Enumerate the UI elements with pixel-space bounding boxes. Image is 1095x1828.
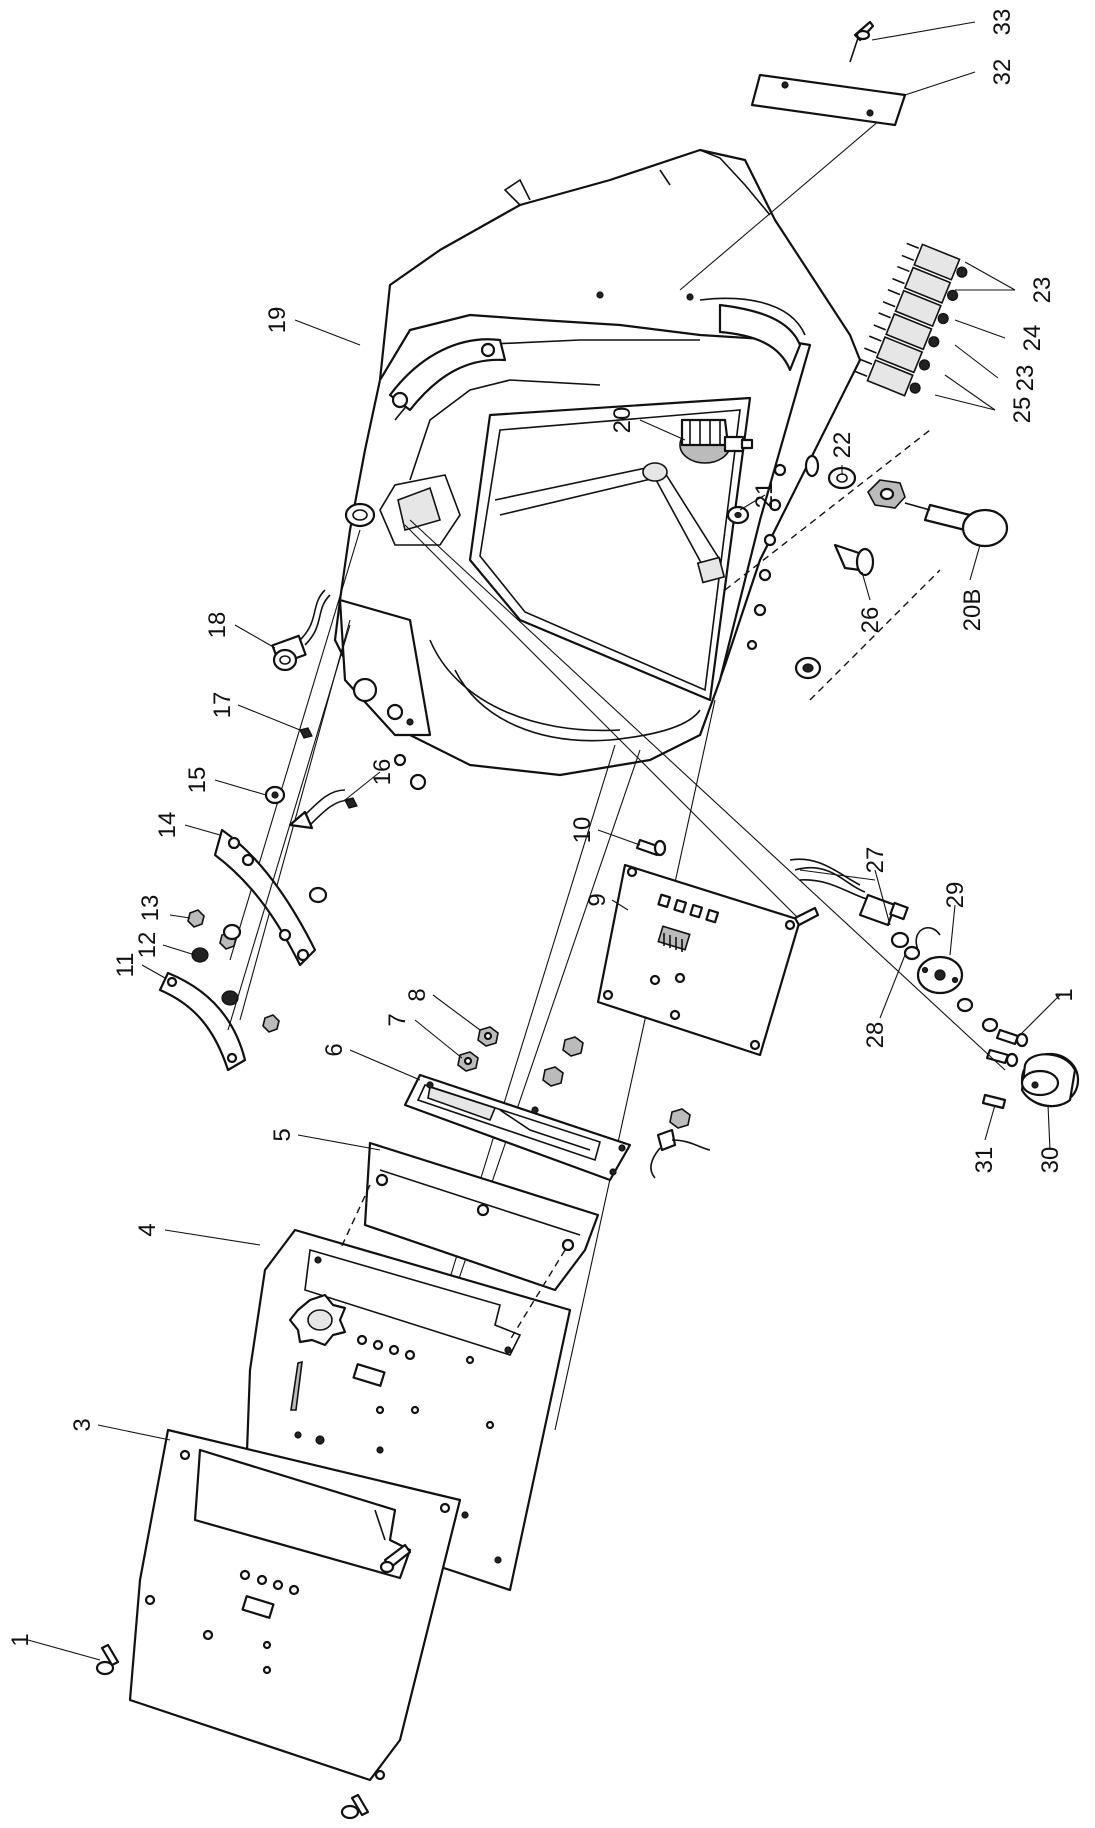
callout-7: 7	[384, 1013, 411, 1026]
potentiometer-part-20	[679, 418, 754, 464]
callout-23-mid: 23	[1012, 365, 1039, 392]
screw-bottom	[340, 1793, 370, 1820]
callout-4: 4	[134, 1223, 161, 1236]
callout-31: 31	[971, 1147, 998, 1174]
nut-mid-6b	[542, 1066, 564, 1087]
leader-32-housing	[679, 119, 881, 291]
callout-20: 20	[609, 407, 636, 434]
nut-part-20b-nut	[867, 479, 906, 509]
callout-5: 5	[269, 1128, 296, 1141]
curved-trim-part-11	[158, 971, 247, 1072]
callout-27: 27	[862, 847, 889, 874]
panel-part-6	[403, 1073, 632, 1182]
grommet-right-lower	[794, 656, 822, 680]
leader-assembly-dashed-2	[724, 429, 931, 591]
callout-6: 6	[321, 1043, 348, 1056]
screw-part-3-mid	[379, 1543, 412, 1574]
callout-leaders	[27, 21, 1061, 1661]
screw-part-17	[299, 727, 358, 809]
callout-16: 16	[369, 759, 396, 786]
plate-part-32	[750, 73, 907, 127]
leader-assembly-dashed	[809, 569, 941, 701]
callout-28: 28	[862, 1022, 889, 1049]
plug-part-26	[833, 543, 875, 577]
leader-assembly-3	[554, 699, 716, 1431]
setscrew-part-31	[981, 1093, 1007, 1110]
panel-part-3	[128, 1428, 469, 1782]
rivet-part-33	[849, 20, 875, 63]
callout-20b: 20B	[959, 589, 986, 632]
callout-25: 25	[1009, 397, 1036, 424]
cap-part-12	[191, 947, 239, 1006]
nut-mid-6a	[562, 1036, 584, 1057]
callout-17: 17	[209, 692, 236, 719]
callout-32: 32	[989, 59, 1016, 86]
leader-dashed-4-5b	[509, 1249, 566, 1341]
circuit-board-part-9	[596, 863, 820, 1057]
callout-23-top: 23	[1029, 277, 1056, 304]
callout-21: 21	[751, 482, 778, 509]
switch-bank-parts-23-25	[854, 242, 968, 397]
washer-part-28	[890, 931, 921, 961]
callout-1-right: 1	[1051, 988, 1078, 1001]
callout-12: 12	[134, 932, 161, 959]
callout-1-left: 1	[7, 1633, 34, 1646]
grommet-right-upper	[804, 454, 820, 478]
nut-part-7	[457, 1051, 479, 1072]
screw-part-1-right-lower	[985, 1048, 1019, 1068]
curved-bracket-part-14	[213, 828, 317, 967]
callout-13: 13	[137, 895, 164, 922]
callout-14: 14	[154, 812, 181, 839]
callout-24: 24	[1019, 325, 1046, 352]
callout-labels: 1 1 3 4 5 6 7 8 9 10 11 12 13 14 15 16 1…	[7, 9, 1078, 1647]
screw-part-1-left	[95, 1643, 120, 1676]
leader-assembly-1	[404, 524, 801, 921]
lamp-part-18	[271, 589, 331, 672]
callout-3: 3	[69, 1418, 96, 1431]
callout-9: 9	[584, 893, 611, 906]
callout-15: 15	[184, 767, 211, 794]
knob-part-30	[1020, 1052, 1080, 1108]
leader-assembly-5	[799, 869, 876, 881]
callout-26: 26	[857, 607, 884, 634]
callout-19: 19	[264, 307, 291, 334]
screw-part-10	[635, 838, 667, 857]
nut-mid-6c	[669, 1108, 691, 1129]
key-part-20b	[904, 502, 1009, 548]
hub-part-29	[915, 927, 964, 995]
washer-part-21	[726, 505, 750, 525]
lamp-part-16	[288, 789, 351, 830]
leader-assembly-6	[229, 529, 361, 961]
callout-8: 8	[404, 988, 431, 1001]
nut-part-8	[477, 1026, 499, 1047]
washers-part-30-stack	[956, 997, 999, 1033]
callout-11: 11	[112, 953, 139, 978]
callout-29: 29	[942, 882, 969, 909]
leader-assembly-2	[409, 519, 1006, 1071]
callout-18: 18	[204, 612, 231, 639]
callout-22: 22	[829, 432, 856, 459]
terminal-part-6-wire	[650, 1128, 711, 1179]
panel-part-5	[363, 1141, 600, 1292]
screw-part-1-right	[995, 1028, 1029, 1048]
washer-part-15	[264, 785, 328, 904]
washer-part-22	[827, 466, 857, 490]
callout-10: 10	[569, 817, 596, 844]
leader-assembly-left	[227, 624, 351, 1031]
callout-30: 30	[1037, 1147, 1064, 1174]
callout-33: 33	[989, 9, 1016, 36]
